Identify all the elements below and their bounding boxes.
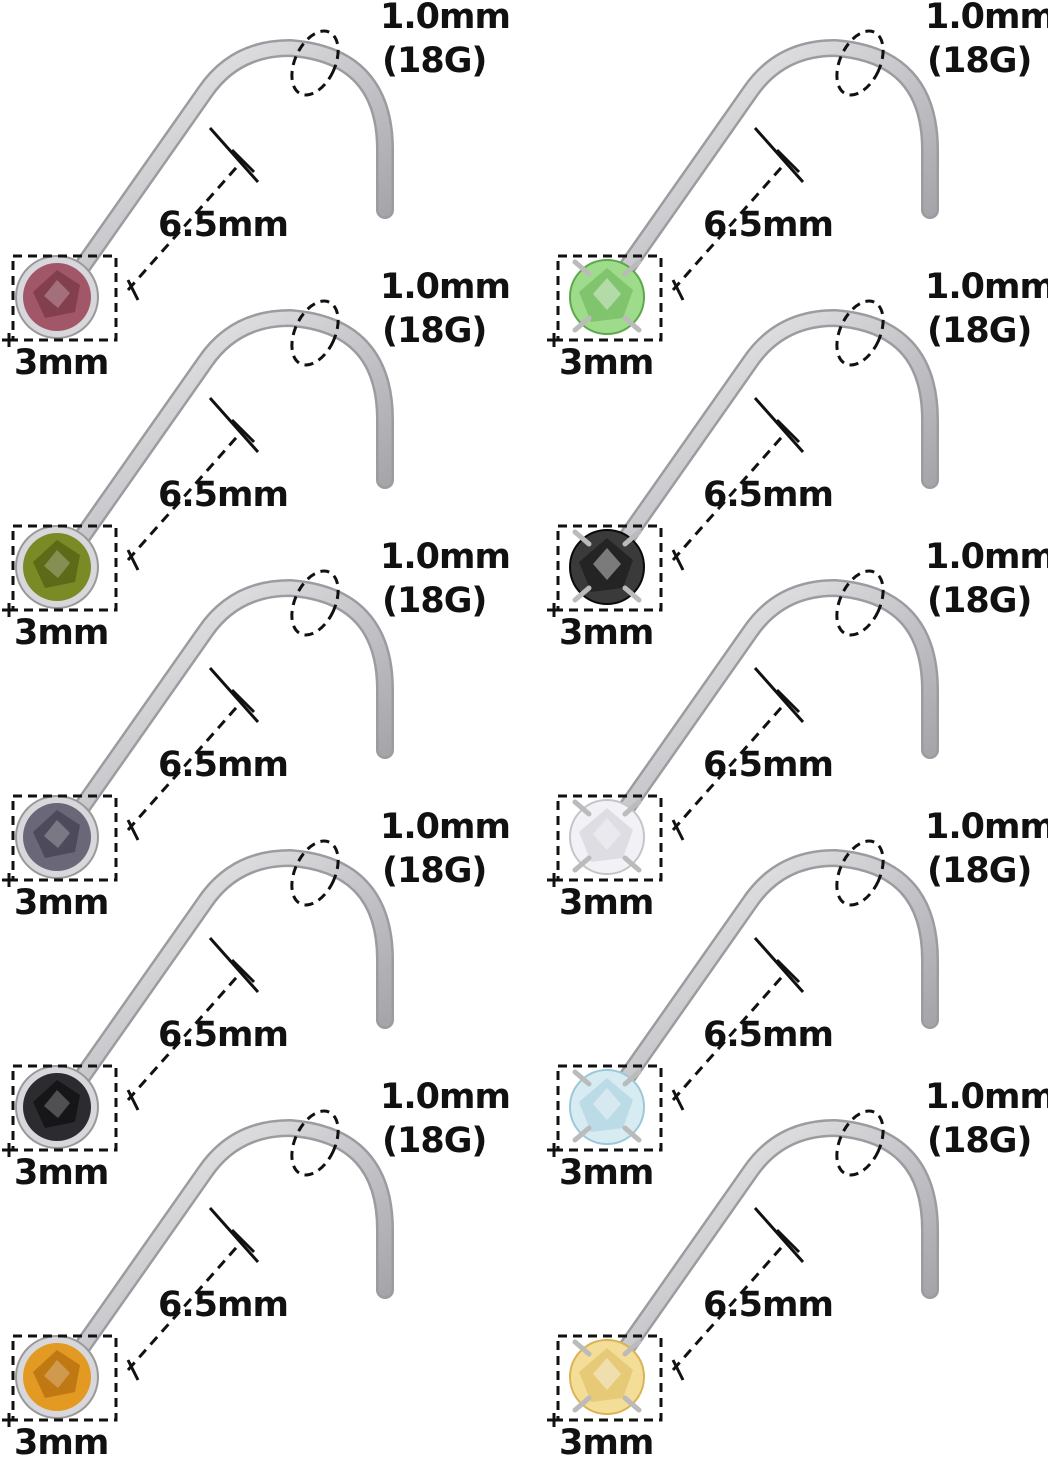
length-dimension xyxy=(671,937,805,1111)
length-label: 6.5mm xyxy=(703,1015,834,1055)
length-label: 6.5mm xyxy=(703,1285,834,1325)
gauge-size-label: (18G) xyxy=(927,1121,1032,1161)
gauge-size-label: (18G) xyxy=(382,851,487,891)
diameter-dimension xyxy=(547,1334,663,1427)
diameter-dimension xyxy=(2,1064,118,1157)
nose-stud-item: 1.0mm (18G) 6.5mm 3mm xyxy=(545,807,1048,1191)
gauge-size-label: (18G) xyxy=(382,1121,487,1161)
length-label: 6.5mm xyxy=(158,1285,289,1325)
diameter-label: 3mm xyxy=(14,1423,109,1461)
gauge-marker xyxy=(835,29,885,97)
length-dimension xyxy=(671,397,805,571)
length-dimension xyxy=(671,127,805,301)
length-dimension xyxy=(126,1207,260,1381)
length-dimension xyxy=(126,397,260,571)
gauge-marker xyxy=(835,1109,885,1177)
length-label: 6.5mm xyxy=(158,1015,289,1055)
nose-stud-illustration xyxy=(2,839,394,1157)
diameter-label: 3mm xyxy=(559,1423,654,1461)
gauge-label: 1.0mm xyxy=(380,0,511,37)
nose-stud-illustration xyxy=(547,569,939,887)
diameter-dimension xyxy=(2,1334,118,1427)
nose-stud-item: 1.0mm (18G) 6.5mm 3mm xyxy=(545,537,1048,921)
nose-stud-illustration xyxy=(2,569,394,887)
gauge-marker xyxy=(835,299,885,367)
gauge-size-label: (18G) xyxy=(927,41,1032,81)
gauge-size-label: (18G) xyxy=(382,581,487,621)
length-label: 6.5mm xyxy=(703,475,834,515)
nose-stud-item: 1.0mm (18G) 6.5mm 3mm xyxy=(0,537,524,921)
gauge-label: 1.0mm xyxy=(380,537,511,577)
gauge-marker xyxy=(290,299,340,367)
diameter-label: 3mm xyxy=(559,613,654,653)
diameter-dimension xyxy=(547,794,663,887)
diameter-dimension xyxy=(2,254,118,347)
diameter-label: 3mm xyxy=(559,883,654,923)
nose-stud-illustration xyxy=(547,839,939,1157)
gauge-marker xyxy=(835,569,885,637)
gauge-size-label: (18G) xyxy=(927,851,1032,891)
length-dimension xyxy=(671,1207,805,1381)
nose-stud-item: 1.0mm (18G) 6.5mm 3mm xyxy=(0,1077,524,1461)
gauge-size-label: (18G) xyxy=(382,41,487,81)
diameter-label: 3mm xyxy=(14,883,109,923)
gauge-marker xyxy=(290,839,340,907)
diameter-label: 3mm xyxy=(14,613,109,653)
nose-stud-illustration xyxy=(547,29,939,347)
diameter-label: 3mm xyxy=(559,1153,654,1193)
diameter-dimension xyxy=(2,524,118,617)
diameter-dimension xyxy=(547,1064,663,1157)
length-label: 6.5mm xyxy=(703,205,834,245)
length-label: 6.5mm xyxy=(158,475,289,515)
gauge-size-label: (18G) xyxy=(927,581,1032,621)
length-label: 6.5mm xyxy=(158,205,289,245)
diameter-label: 3mm xyxy=(14,343,109,383)
diameter-dimension xyxy=(547,254,663,347)
nose-stud-item: 1.0mm (18G) 6.5mm 3mm xyxy=(545,1077,1048,1461)
gauge-label: 1.0mm xyxy=(380,1077,511,1117)
length-dimension xyxy=(671,667,805,841)
nose-stud-item: 1.0mm (18G) 6.5mm 3mm xyxy=(545,0,1048,381)
nose-stud-item: 1.0mm (18G) 6.5mm 3mm xyxy=(0,0,524,381)
length-dimension xyxy=(126,667,260,841)
diameter-dimension xyxy=(2,794,118,887)
diameter-label: 3mm xyxy=(14,1153,109,1193)
gauge-marker xyxy=(835,839,885,907)
nose-stud-illustration xyxy=(547,1109,939,1427)
gauge-label: 1.0mm xyxy=(925,0,1048,37)
nose-stud-illustration xyxy=(2,1109,394,1427)
nose-stud-item: 1.0mm (18G) 6.5mm 3mm xyxy=(545,267,1048,651)
length-label: 6.5mm xyxy=(703,745,834,785)
nose-stud-illustration xyxy=(547,299,939,617)
diameter-dimension xyxy=(547,524,663,617)
gauge-label: 1.0mm xyxy=(925,537,1048,577)
gauge-label: 1.0mm xyxy=(380,267,511,307)
gauge-label: 1.0mm xyxy=(925,267,1048,307)
nose-stud-illustration xyxy=(2,29,394,347)
gauge-label: 1.0mm xyxy=(925,807,1048,847)
gauge-label: 1.0mm xyxy=(925,1077,1048,1117)
diameter-label: 3mm xyxy=(559,343,654,383)
length-label: 6.5mm xyxy=(158,745,289,785)
nose-stud-item: 1.0mm (18G) 6.5mm 3mm xyxy=(0,807,524,1191)
length-dimension xyxy=(126,127,260,301)
nose-stud-item: 1.0mm (18G) 6.5mm 3mm xyxy=(0,267,524,651)
gauge-marker xyxy=(290,569,340,637)
gauge-marker xyxy=(290,1109,340,1177)
gauge-size-label: (18G) xyxy=(382,311,487,351)
gauge-label: 1.0mm xyxy=(380,807,511,847)
nose-stud-illustration xyxy=(2,299,394,617)
gauge-marker xyxy=(290,29,340,97)
gauge-size-label: (18G) xyxy=(927,311,1032,351)
length-dimension xyxy=(126,937,260,1111)
